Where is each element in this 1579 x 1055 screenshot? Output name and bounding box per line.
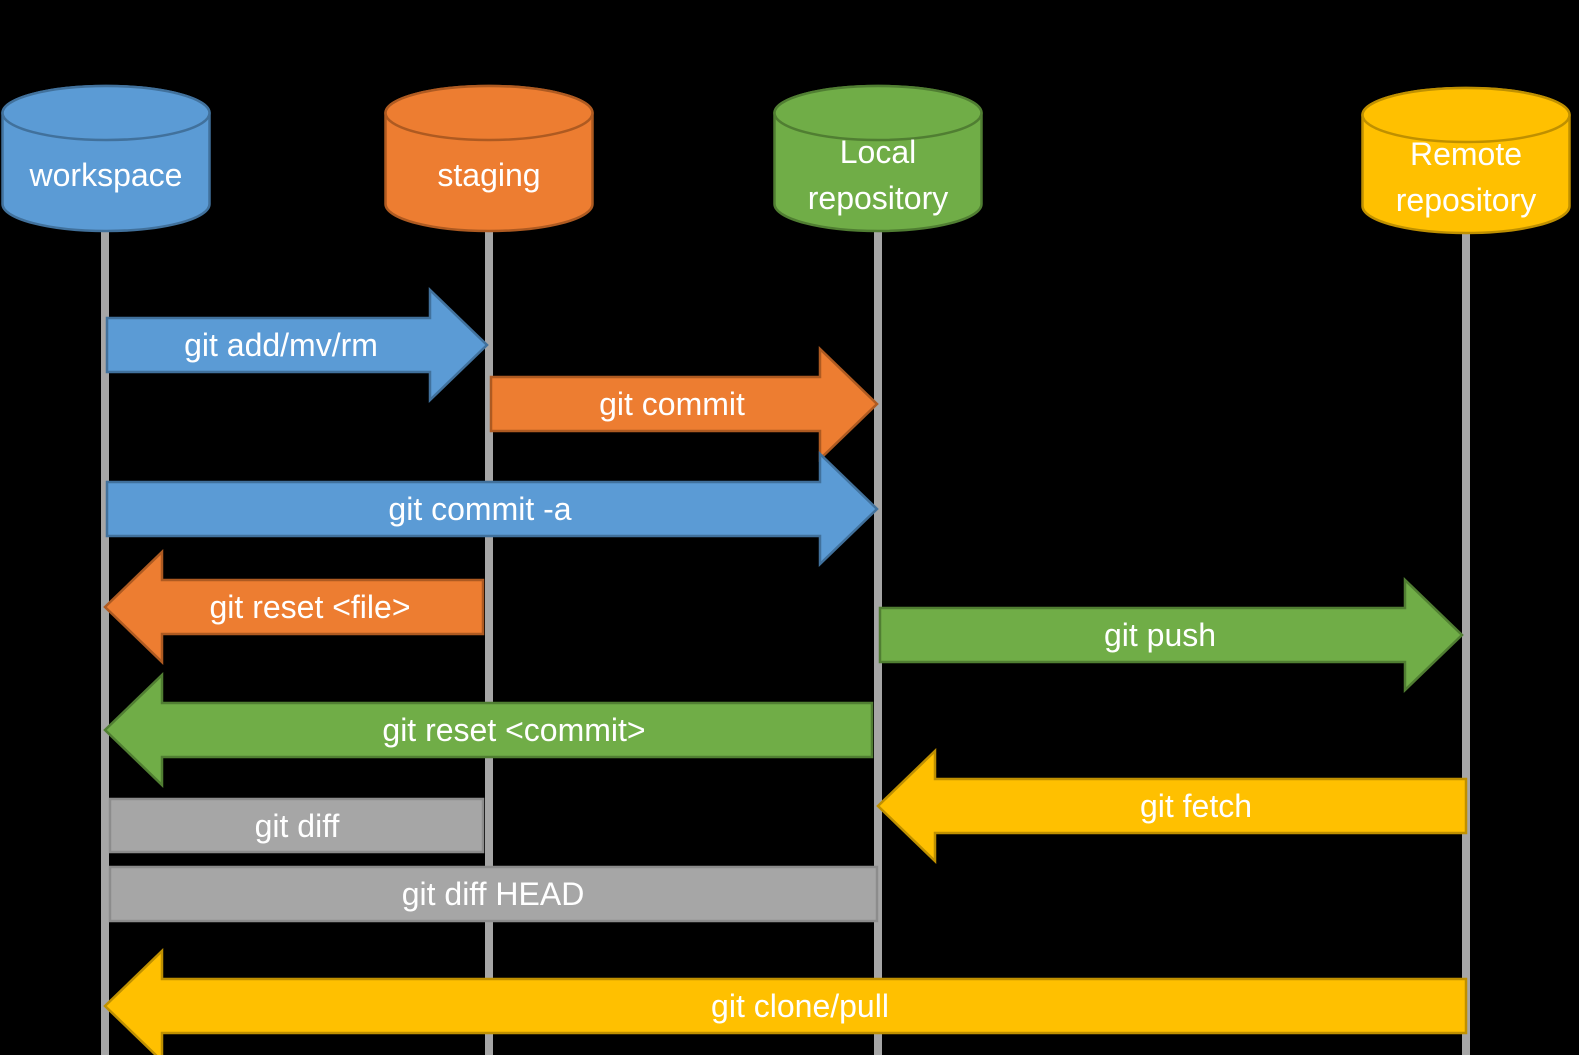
workspace-cylinder-top (1, 84, 211, 142)
arrow-git-commit-shape (489, 346, 879, 462)
arrow-git-commit-a-shape (105, 451, 879, 567)
arrow-git-push-label: git push (1104, 617, 1216, 653)
arrow-git-add-mv-rm-shape (105, 287, 489, 403)
arrow-git-push-shape (878, 577, 1464, 693)
staging-label: staging (437, 157, 540, 193)
local-repository-label-line1: Local (840, 134, 917, 170)
arrow-git-commit-a: git commit -a (105, 451, 879, 567)
remote-repository-cylinder-top (1361, 86, 1571, 144)
arrow-git-commit: git commit (489, 346, 879, 462)
bar-git-diff-head: git diff HEAD (108, 865, 879, 923)
bar-git-diff-head-label: git diff HEAD (402, 876, 585, 912)
remote-repository-label-line1: Remote (1410, 136, 1522, 172)
arrow-git-reset-file-shape (103, 549, 485, 665)
arrow-git-commit-a-label: git commit -a (388, 491, 571, 527)
arrow-git-clone-pull-shape (103, 948, 1468, 1055)
remote-repository-label-line2: repository (1396, 182, 1537, 218)
arrow-git-add-mv-rm: git add/mv/rm (105, 287, 489, 403)
workspace-database-cylinder: workspace (1, 84, 211, 233)
arrow-git-reset-commit: git reset <commit> (103, 672, 874, 788)
local-repository-cylinder-top (773, 84, 983, 142)
arrow-git-fetch: git fetch (876, 748, 1468, 864)
arrow-git-fetch-shape (876, 748, 1468, 864)
arrow-git-reset-file: git reset <file> (103, 549, 485, 665)
arrow-git-clone-pull: git clone/pull (103, 948, 1468, 1055)
arrow-git-reset-file-label: git reset <file> (210, 589, 411, 625)
local-repository-database-cylinder: Local repository (773, 84, 983, 233)
remote-repository-database-cylinder: Remote repository (1361, 86, 1571, 235)
bar-git-diff-head-shape (108, 865, 879, 923)
arrow-git-reset-commit-shape (103, 672, 874, 788)
arrow-git-fetch-label: git fetch (1140, 788, 1252, 824)
bar-git-diff: git diff (108, 797, 485, 854)
arrow-git-commit-label: git commit (599, 386, 745, 422)
arrow-git-reset-commit-label: git reset <commit> (382, 712, 645, 748)
local-repository-label-line2: repository (808, 180, 949, 216)
staging-database-cylinder: staging (384, 84, 594, 233)
workspace-label: workspace (29, 157, 183, 193)
arrow-git-add-mv-rm-label: git add/mv/rm (184, 327, 378, 363)
staging-cylinder-top (384, 84, 594, 142)
arrow-git-clone-pull-label: git clone/pull (711, 988, 889, 1024)
bar-git-diff-shape (108, 797, 485, 854)
arrow-git-push: git push (878, 577, 1464, 693)
bar-git-diff-label: git diff (255, 808, 340, 844)
